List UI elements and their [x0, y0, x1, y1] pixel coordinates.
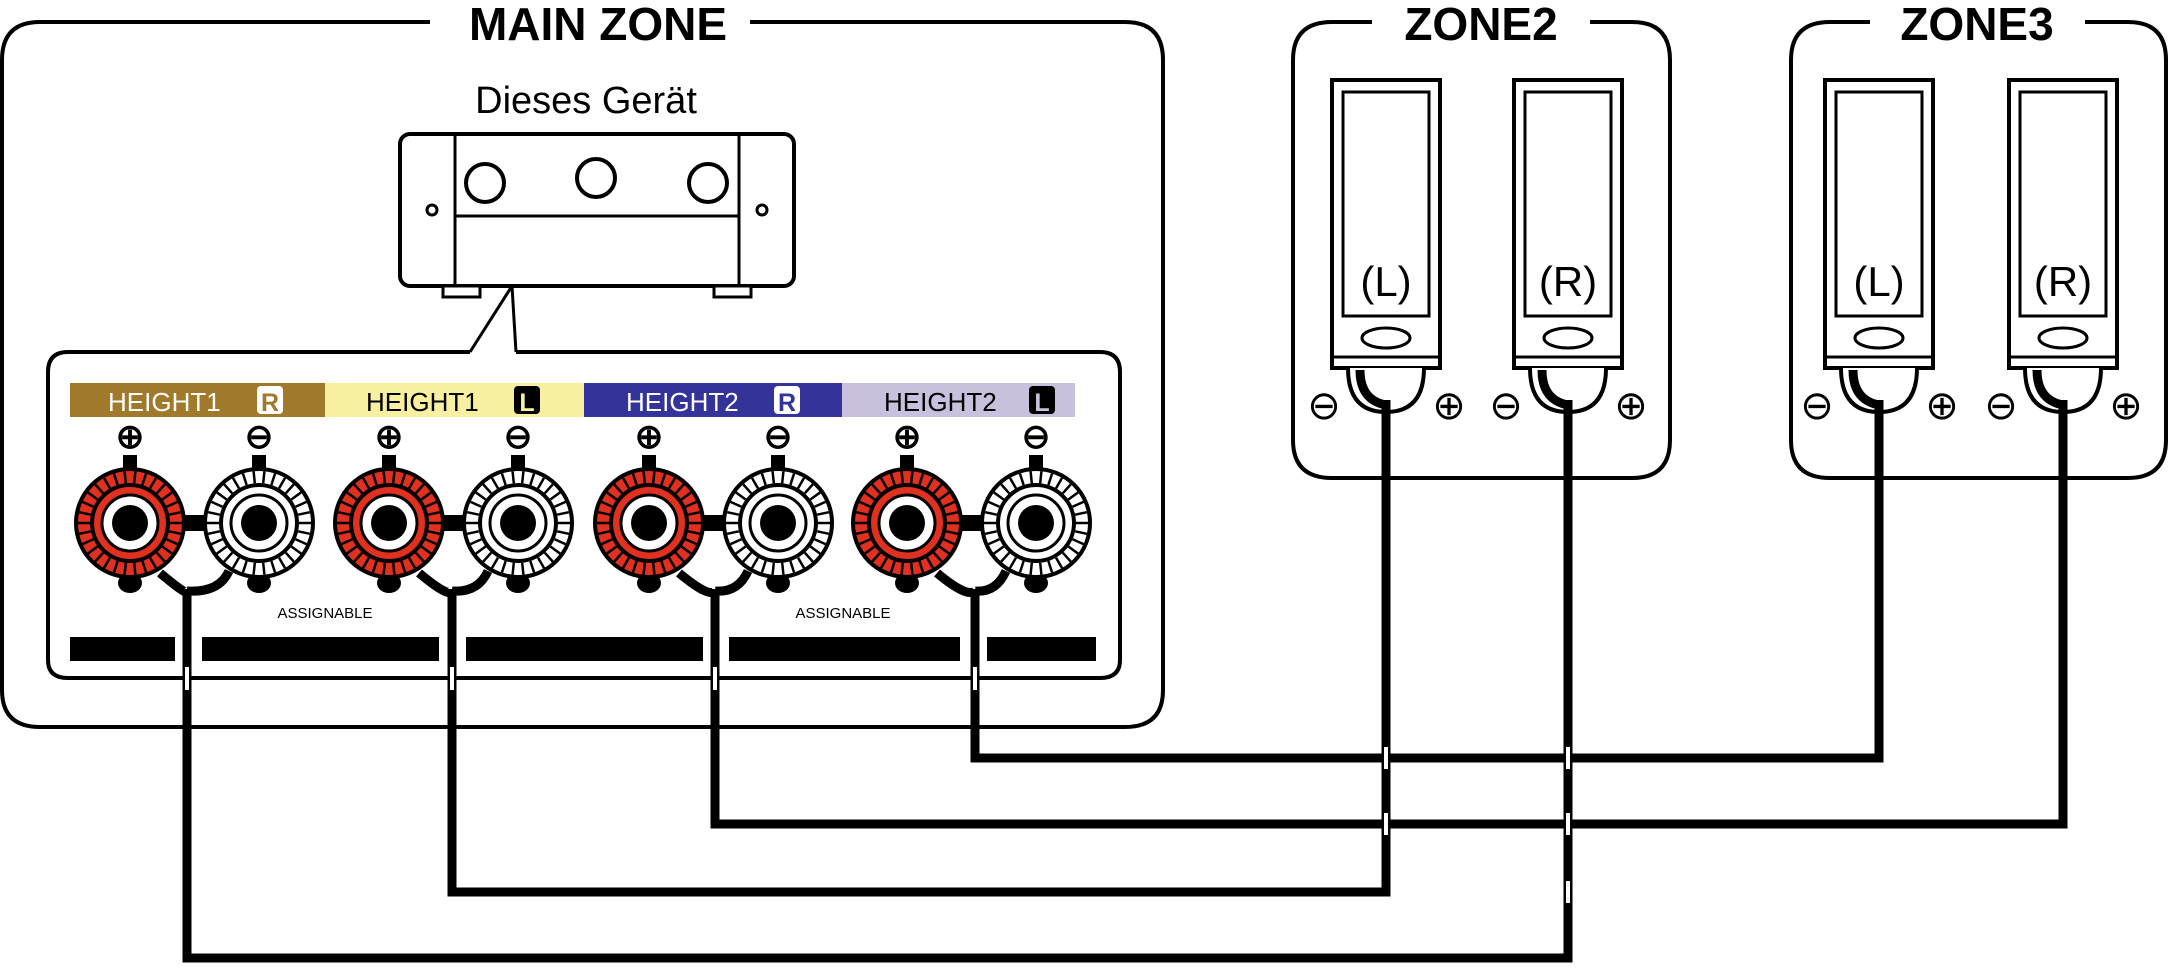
terminal-pair: ⊕⊖	[333, 418, 574, 601]
terminal-side: L	[1034, 389, 1049, 417]
terminal-header-height1-l: HEIGHT1 L	[325, 383, 584, 417]
main-zone-frame: MAIN ZONE	[0, 0, 1165, 729]
terminal-side: R	[778, 389, 796, 417]
minus-symbol: ⊖	[1022, 418, 1051, 456]
device-label: Dieses Gerät	[475, 80, 697, 122]
plus-symbol: ⊕	[635, 418, 664, 456]
minus-symbol: ⊖	[1489, 384, 1523, 428]
plus-binding-post[interactable]	[74, 467, 186, 579]
terminal-pair: ⊕⊖	[74, 418, 315, 601]
zone2-title: ZONE2	[1404, 0, 1557, 50]
minus-symbol: ⊖	[1984, 384, 2018, 428]
binding-posts: ⊕⊖⊕⊖⊕⊖⊕⊖	[74, 418, 1092, 601]
speaker-zone2-left: (L) ⊖ ⊕	[1307, 78, 1466, 428]
speaker-label: (L)	[1853, 258, 1904, 305]
minus-binding-post[interactable]	[980, 467, 1092, 579]
speaker-label: (R)	[1539, 258, 1597, 305]
minus-binding-post[interactable]	[462, 467, 574, 579]
minus-binding-post[interactable]	[722, 467, 834, 579]
minus-binding-post[interactable]	[203, 467, 315, 579]
plus-symbol: ⊕	[1432, 384, 1466, 428]
terminal-header-height2-r: HEIGHT2 R	[584, 383, 842, 417]
device-knob-right	[687, 162, 729, 204]
speaker-zone2-right: (R) ⊖ ⊕	[1489, 78, 1648, 428]
zone2-frame: ZONE2	[1291, 0, 1672, 480]
terminal-headers: HEIGHT1 R HEIGHT1 L HEIGHT2 R HEIGHT2 L	[70, 383, 1075, 417]
receiver-device: Dieses Gerät	[398, 80, 796, 353]
terminal-label: HEIGHT1	[366, 387, 479, 417]
plus-binding-post[interactable]	[593, 467, 705, 579]
minus-symbol: ⊖	[245, 418, 274, 456]
terminal-label: HEIGHT2	[626, 387, 739, 417]
speaker-zone3-right: (R) ⊖ ⊕	[1984, 78, 2143, 428]
device-knob-left	[464, 162, 506, 204]
terminal-header-height2-l: HEIGHT2 L	[842, 383, 1075, 417]
plus-binding-post[interactable]	[851, 467, 963, 579]
wire-height1-r-to-zone2-r	[182, 420, 1573, 963]
minus-symbol: ⊖	[1307, 384, 1341, 428]
zone3-title: ZONE3	[1900, 0, 2053, 50]
terminal-pair: ⊕⊖	[593, 418, 834, 601]
main-zone-title: MAIN ZONE	[469, 0, 727, 50]
minus-symbol: ⊖	[764, 418, 793, 456]
terminal-side: L	[519, 389, 534, 417]
plus-symbol: ⊕	[2109, 384, 2143, 428]
wire-height1-l-to-zone2-l	[447, 420, 1391, 897]
speaker-label: (L)	[1360, 258, 1411, 305]
terminal-label: HEIGHT1	[108, 387, 221, 417]
terminal-pair: ⊕⊖	[851, 418, 1092, 601]
terminal-side: R	[261, 389, 279, 417]
plus-binding-post[interactable]	[333, 467, 445, 579]
plus-symbol: ⊕	[1614, 384, 1648, 428]
rear-panel	[46, 350, 1122, 680]
plus-symbol: ⊕	[116, 418, 145, 456]
plus-symbol: ⊕	[893, 418, 922, 456]
wire-crossing-gaps	[185, 667, 1570, 903]
device-knob-center	[575, 157, 617, 199]
speaker-zone3-left: (L) ⊖ ⊕	[1800, 78, 1959, 428]
assignable-label-1: ASSIGNABLE	[277, 605, 372, 622]
minus-symbol: ⊖	[504, 418, 533, 456]
terminal-header-height1-r: HEIGHT1 R	[70, 383, 325, 417]
terminal-label: HEIGHT2	[884, 387, 997, 417]
zone3-frame: ZONE3	[1789, 0, 2168, 480]
minus-symbol: ⊖	[1800, 384, 1834, 428]
plus-symbol: ⊕	[375, 418, 404, 456]
wire-height2-l-to-zone3-l	[970, 420, 1884, 763]
speaker-label: (R)	[2034, 258, 2092, 305]
plus-symbol: ⊕	[1925, 384, 1959, 428]
assignable-label-2: ASSIGNABLE	[795, 605, 890, 622]
speakers: (L) ⊖ ⊕ (R) ⊖ ⊕ (L) ⊖ ⊕ (R) ⊖ ⊕	[1307, 78, 2143, 428]
